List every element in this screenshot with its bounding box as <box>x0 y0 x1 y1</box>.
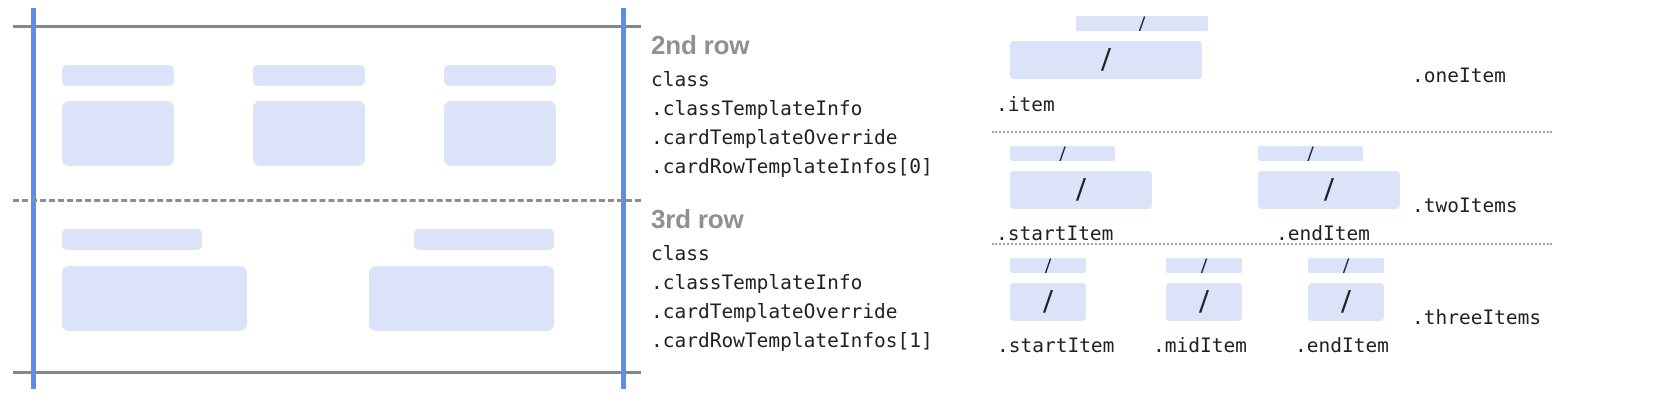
row2-col1-body-placeholder <box>62 101 174 166</box>
row3-code-line-1: class <box>651 242 710 265</box>
three-items-start-slot: / / .startItem <box>997 258 1130 357</box>
row2-preview <box>0 28 660 198</box>
three-items-start-title-placeholder: / <box>1010 258 1086 273</box>
row3-col2-body-placeholder <box>369 266 554 331</box>
one-item-slot: / / .item <box>996 16 1290 116</box>
row2-col2-body-placeholder <box>253 101 365 166</box>
slash-glyph: / <box>1044 258 1052 273</box>
three-items-start-body-placeholder: / <box>1010 283 1086 321</box>
panel-top-border <box>13 25 641 28</box>
slash-glyph: / <box>1059 146 1066 161</box>
slash-glyph: / <box>1342 258 1350 273</box>
row2-col1-title-placeholder <box>62 65 174 86</box>
row3-col1-title-placeholder <box>62 229 202 250</box>
three-items-mid-title-placeholder: / <box>1166 258 1242 273</box>
row-divider-dashed-line <box>13 199 641 202</box>
two-items-end-title-placeholder: / <box>1258 146 1363 161</box>
variant-three-items-label: .threeItems <box>1412 306 1542 329</box>
row2-heading: 2nd row <box>651 30 750 60</box>
two-items-end-body-placeholder: / <box>1258 171 1400 209</box>
row3-col1-body-placeholder <box>62 266 247 331</box>
one-item-slot-label: .item <box>996 93 1055 116</box>
two-items-start-slot: / / .startItem <box>996 146 1180 245</box>
three-items-mid-slot-label: .midItem <box>1153 334 1247 357</box>
row2-col3-body-placeholder <box>444 101 556 166</box>
panel-left-guide-line <box>31 8 36 389</box>
row2-code-line-3: .cardTemplateOverride <box>651 126 898 149</box>
row2-col2-title-placeholder <box>253 65 365 86</box>
three-items-end-title-placeholder: / <box>1308 258 1384 273</box>
two-items-start-title-placeholder: / <box>1010 146 1115 161</box>
row3-code-line-3: .cardTemplateOverride <box>651 300 898 323</box>
variant-separator-1 <box>992 131 1552 133</box>
two-items-start-body-placeholder: / <box>1010 171 1152 209</box>
row2-description-group: 2nd row class .classTemplateInfo .cardTe… <box>651 29 933 181</box>
variant-separator-2 <box>992 243 1552 245</box>
row3-preview <box>0 201 660 371</box>
item-layout-variants: / / .item .oneItem / / .startItem / / <box>988 0 1676 412</box>
slash-glyph: / <box>1199 283 1209 320</box>
three-items-end-body-placeholder: / <box>1308 283 1384 321</box>
row3-heading: 3rd row <box>651 204 744 234</box>
row3-col2-title-placeholder <box>414 229 554 250</box>
variant-one-item-label: .oneItem <box>1412 64 1506 87</box>
slash-glyph: / <box>1200 258 1208 273</box>
three-items-mid-body-placeholder: / <box>1166 283 1242 321</box>
row2-col3-title-placeholder <box>444 65 556 86</box>
panel-bottom-border <box>13 371 641 374</box>
two-items-end-slot-label: .endItem <box>1276 222 1370 245</box>
variant-two-items: / / .startItem / / .endItem .twoItems <box>988 132 1676 245</box>
slash-glyph: / <box>1324 171 1334 208</box>
one-item-body-placeholder: / <box>1010 41 1202 79</box>
slash-glyph: / <box>1307 146 1314 161</box>
three-items-mid-slot: / / .midItem <box>1153 258 1286 357</box>
row2-code-line-1: class <box>651 68 710 91</box>
card-row-preview-panel <box>0 0 660 412</box>
variant-one-item: / / .item .oneItem <box>988 16 1676 132</box>
slash-glyph: / <box>1101 41 1111 78</box>
one-item-title-placeholder: / <box>1076 16 1208 31</box>
slash-glyph: / <box>1138 16 1146 31</box>
three-items-start-slot-label: .startItem <box>997 334 1115 357</box>
row3-code-line-2: .classTemplateInfo <box>651 271 863 294</box>
three-items-end-slot: / / .endItem <box>1295 258 1428 357</box>
panel-right-guide-line <box>621 8 626 389</box>
two-items-end-slot: / / .endItem <box>1258 146 1428 245</box>
row2-code-line-4: .cardRowTemplateInfos[0] <box>651 155 933 178</box>
row3-description-group: 3rd row class .classTemplateInfo .cardTe… <box>651 203 933 355</box>
three-items-end-slot-label: .endItem <box>1295 334 1389 357</box>
row-descriptions: 2nd row class .classTemplateInfo .cardTe… <box>651 0 991 412</box>
variant-three-items: / / .startItem / / .midItem / / .endItem <box>988 244 1676 357</box>
row3-code-line-4: .cardRowTemplateInfos[1] <box>651 329 933 352</box>
slash-glyph: / <box>1341 283 1351 320</box>
variant-two-items-label: .twoItems <box>1412 194 1518 217</box>
slash-glyph: / <box>1076 171 1086 208</box>
slash-glyph: / <box>1043 283 1053 320</box>
row2-code-line-2: .classTemplateInfo <box>651 97 863 120</box>
two-items-start-slot-label: .startItem <box>996 222 1114 245</box>
